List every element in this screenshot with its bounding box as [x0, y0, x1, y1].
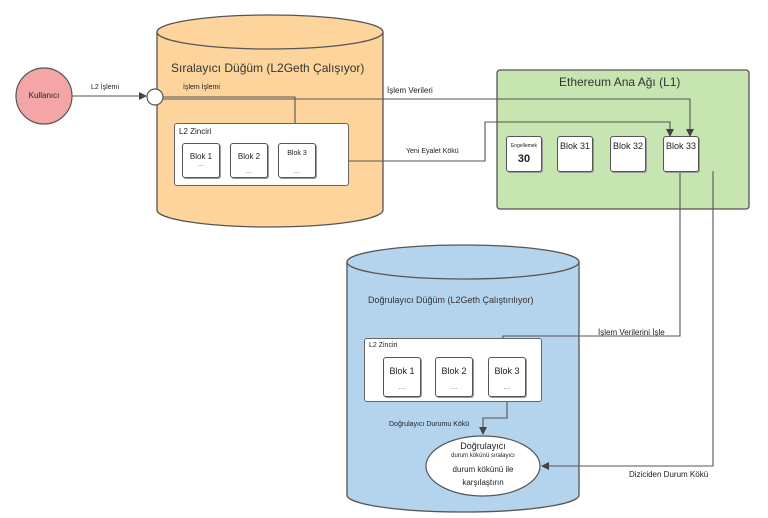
block-label: Blok 2	[441, 366, 467, 376]
block-label: Blok 1	[189, 152, 213, 161]
edge-label-l2-tx: L2 İşlemi	[91, 84, 120, 91]
block-label: Blok 2	[237, 152, 261, 161]
edge-label-process-tx: İşlem İşlemi	[183, 84, 220, 91]
junction-node	[146, 88, 164, 106]
block-dots: ...	[245, 166, 253, 175]
sequencer-block-2: Blok 2 ...	[230, 143, 268, 178]
sequencer-cylinder	[156, 14, 384, 228]
ethereum-block-33: Blok 33	[663, 136, 699, 172]
edge-tx-data	[163, 98, 694, 137]
sequencer-chain-label: L2 Zinciri	[179, 127, 212, 136]
compare-line-1: Doğrulayıcı	[460, 441, 506, 451]
verifier-block-1: Blok 1 ...	[383, 357, 421, 397]
edge-label-sequencer-state-root: Diziciden Durum Kökü	[629, 470, 709, 479]
sequencer-title: Sıralayıcı Düğüm (L2Geth Çalışıyor)	[171, 61, 365, 75]
edge-label-verifier-state-root: Doğrulayıcı Durumu Kökü	[389, 421, 470, 428]
block-label: Engellemek	[510, 143, 538, 149]
verifier-title: Doğrulayıcı Düğüm (L2Geth Çalıştırılıyor…	[368, 295, 534, 305]
block-dots: ...	[293, 166, 301, 175]
block-dots: ...	[197, 159, 205, 168]
compare-node	[425, 435, 541, 497]
ethereum-block-30: Engellemek 30	[506, 136, 542, 172]
ethereum-block-31: Blok 31	[557, 136, 593, 172]
block-label: Blok 1	[389, 366, 415, 376]
block-number: 30	[517, 153, 531, 165]
verifier-chain-label: L2 Zinciri	[369, 342, 398, 349]
user-label: Kullanıcı	[28, 91, 60, 100]
verifier-block-3: Blok 3 ...	[488, 357, 526, 397]
block-dots: ...	[503, 382, 511, 391]
block-label: Blok 33	[665, 141, 697, 151]
edge-label-tx-data: İşlem Verileri	[387, 86, 433, 95]
compare-line-2: durum kökünü sıralayıcı	[451, 453, 515, 459]
edge-label-new-state-root: Yeni Eyalet Kökü	[406, 148, 459, 155]
compare-line-3: durum kökünü ile	[452, 465, 514, 474]
edge-sequencer-state-root	[541, 171, 714, 470]
edge-label-process-tx-data: İşlem Verilerini İşle	[598, 328, 665, 337]
block-dots: ...	[398, 382, 406, 391]
ethereum-title: Ethereum Ana Ağı (L1)	[559, 75, 681, 89]
block-dots: ...	[450, 382, 458, 391]
block-label: Blok 3	[287, 150, 307, 157]
sequencer-block-1: Blok 1 ...	[182, 143, 220, 178]
ethereum-block-32: Blok 32	[610, 136, 646, 172]
verifier-block-2: Blok 2 ...	[435, 357, 473, 397]
compare-line-4: karşılaştırın	[462, 478, 504, 487]
edge-verifier-state-root	[479, 396, 508, 435]
sequencer-block-3: Blok 3 ...	[278, 143, 316, 178]
block-label: Blok 3	[494, 366, 520, 376]
block-label: Blok 32	[612, 141, 644, 151]
block-label: Blok 31	[559, 141, 591, 151]
edge-new-state-root	[314, 121, 674, 162]
